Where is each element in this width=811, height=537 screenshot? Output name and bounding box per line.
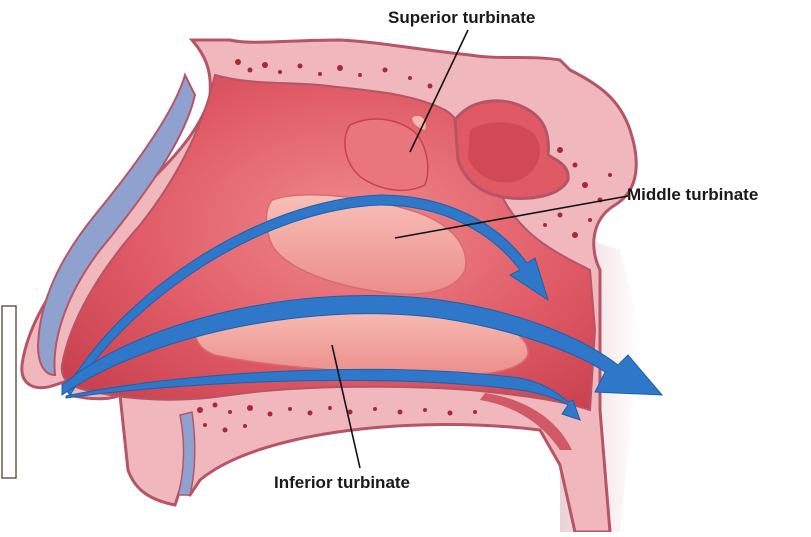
- superior-turbinate-label: Superior turbinate: [388, 8, 535, 28]
- inferior-turbinate-label: Inferior turbinate: [274, 473, 410, 493]
- middle-turbinate-label: Middle turbinate: [627, 185, 758, 205]
- frame-edge: [2, 306, 16, 478]
